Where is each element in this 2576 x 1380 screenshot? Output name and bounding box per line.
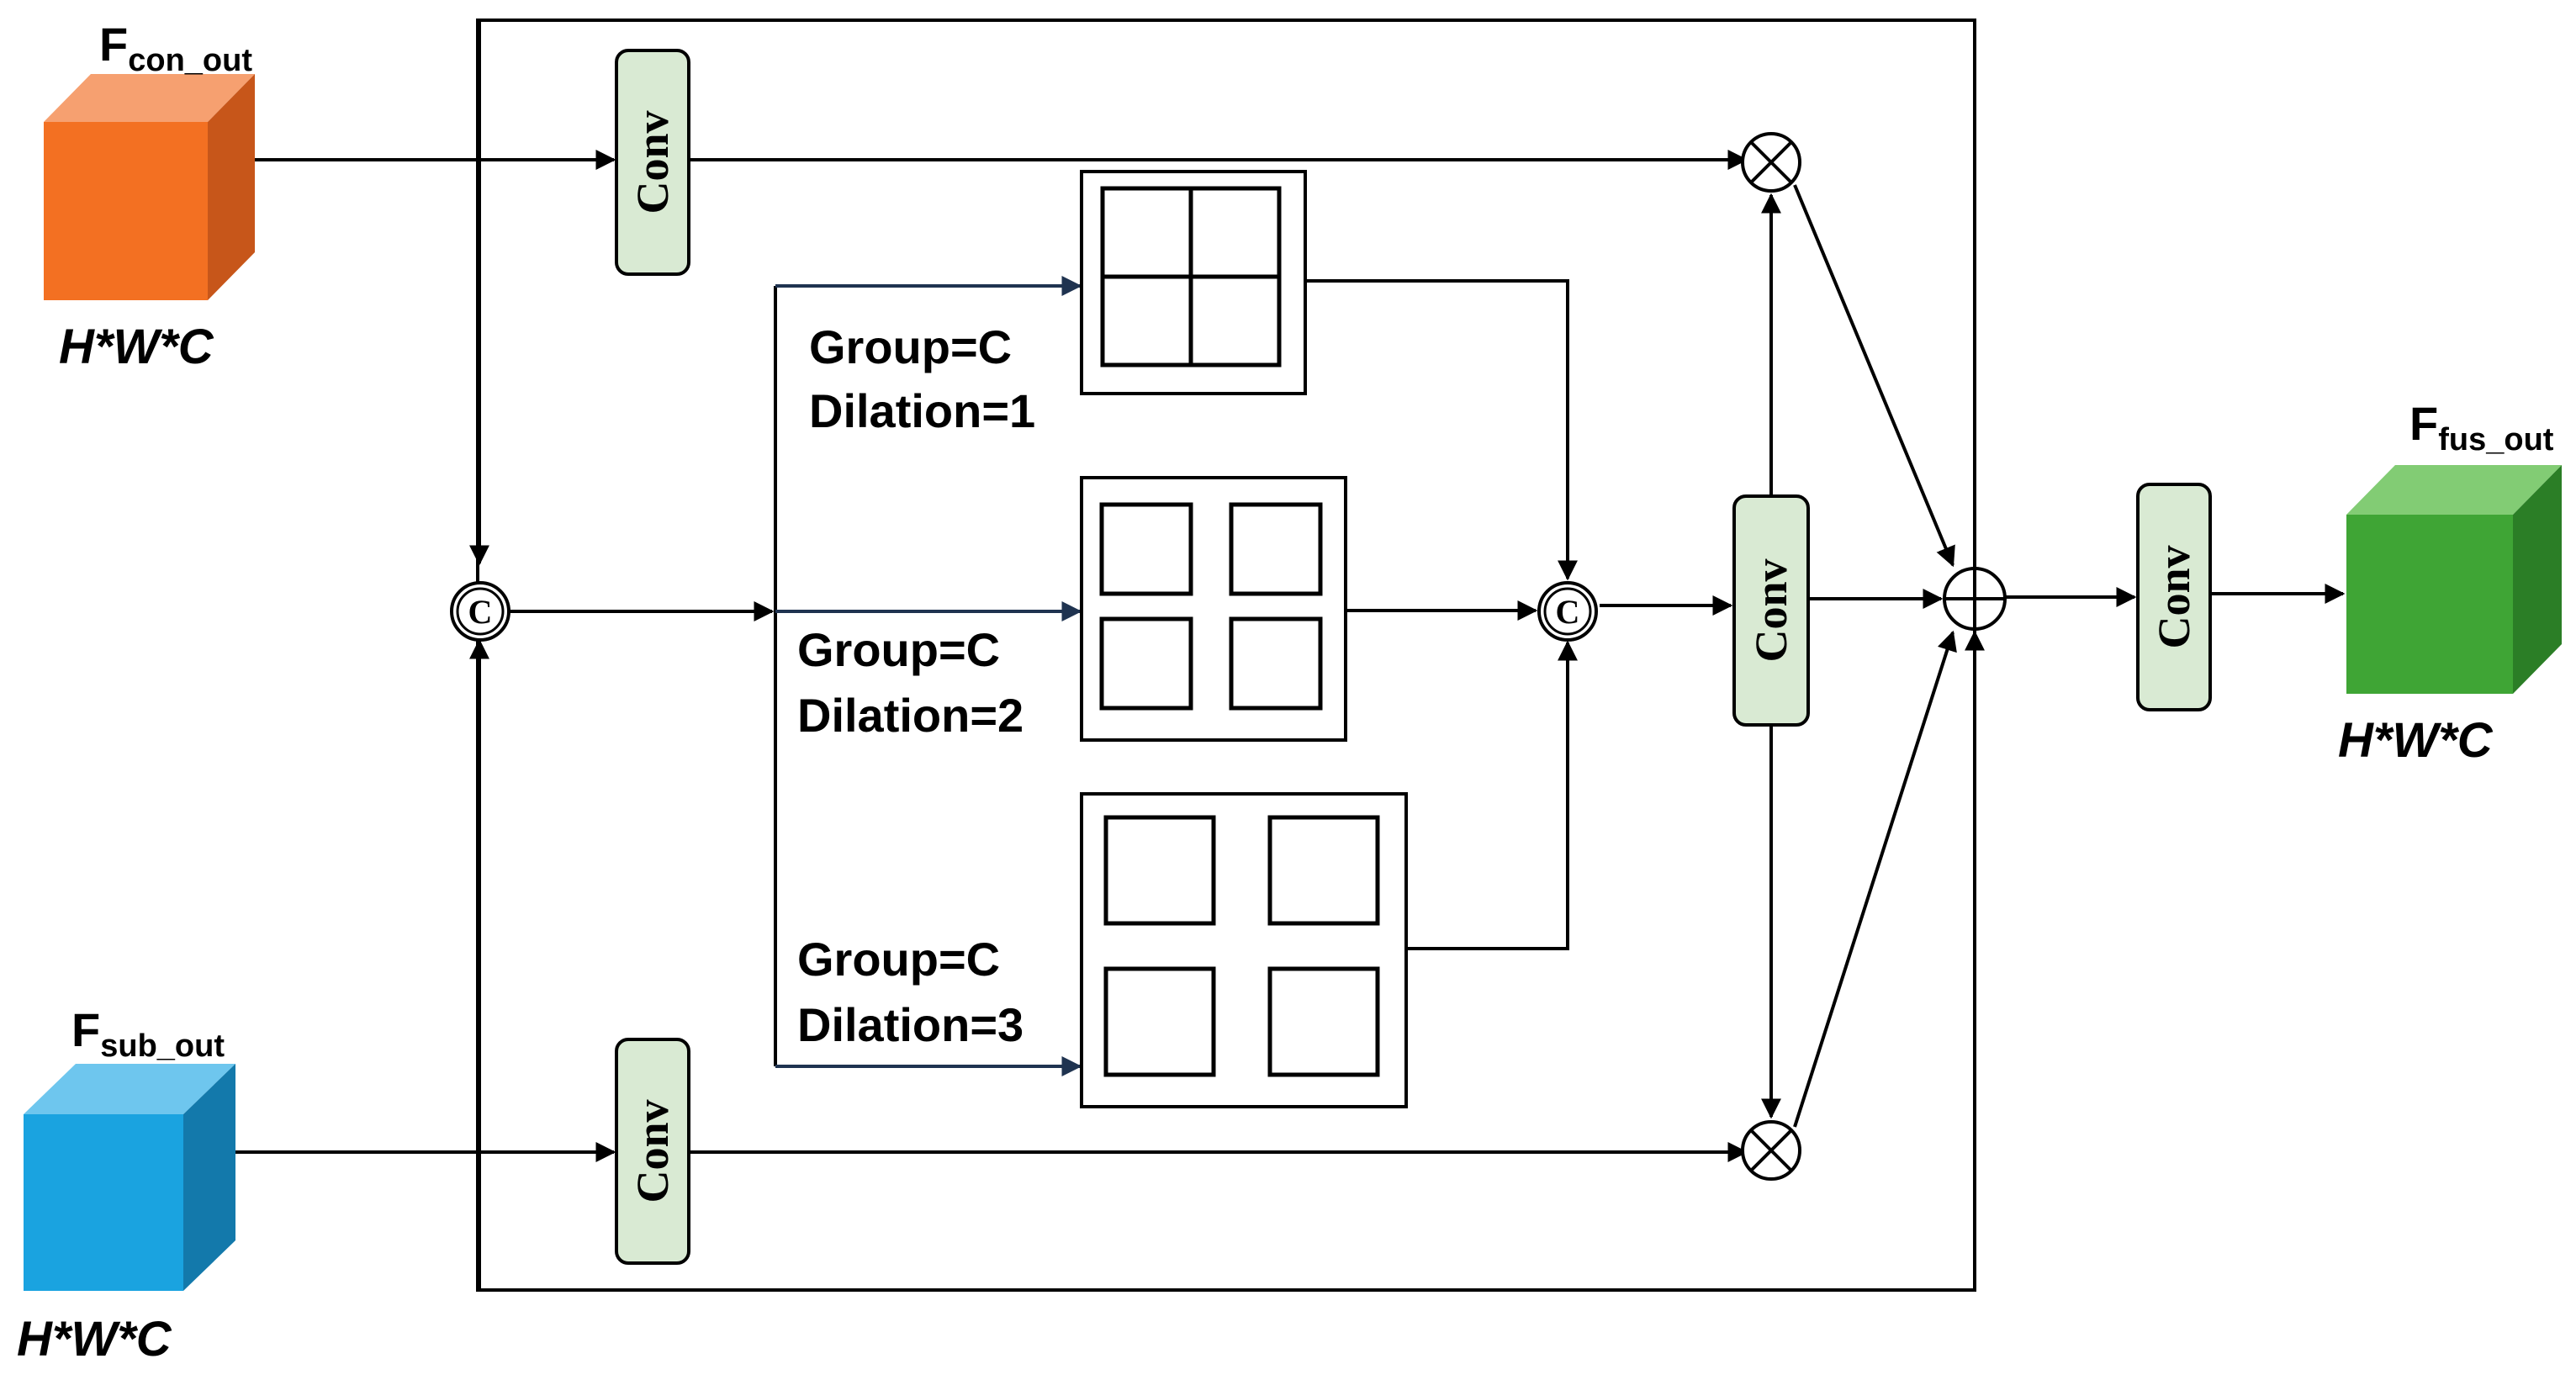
branch-2-group: Group=C bbox=[797, 623, 1000, 676]
branch-3-dilation: Dilation=3 bbox=[797, 998, 1024, 1051]
cube-fus-front bbox=[2346, 515, 2513, 694]
kernel-dilation-1 bbox=[1080, 170, 1307, 395]
conv-block-final: Conv bbox=[2136, 483, 2212, 711]
dims-con: H*W*C bbox=[59, 320, 214, 374]
cube-sub-top bbox=[24, 1064, 235, 1114]
add-node bbox=[1943, 567, 2007, 631]
cube-sub-side bbox=[183, 1064, 235, 1291]
concat-node-left: C bbox=[450, 581, 510, 642]
multiply-node-top bbox=[1741, 132, 1801, 193]
wire-mul-top-to-add bbox=[1793, 184, 1955, 568]
input-cube-sub bbox=[24, 1064, 235, 1291]
kernel-dilation-3 bbox=[1080, 792, 1408, 1108]
label-fus-out: Ffus_out bbox=[2409, 397, 2554, 457]
conv-label-middle: Conv bbox=[1746, 558, 1796, 662]
cube-sub-front bbox=[24, 1114, 183, 1291]
conv-label-final: Conv bbox=[2149, 545, 2199, 648]
conv-label-top: Conv bbox=[627, 110, 678, 214]
dims-sub: H*W*C bbox=[17, 1312, 172, 1367]
cube-fus-side bbox=[2513, 465, 2562, 694]
branch-1-dilation: Dilation=1 bbox=[809, 384, 1035, 437]
kernel-dilation-2 bbox=[1080, 476, 1347, 742]
conv-label-bottom: Conv bbox=[627, 1099, 678, 1203]
cube-con-side bbox=[208, 74, 255, 300]
concat-symbol-right: C bbox=[1556, 593, 1580, 631]
output-cube-fus bbox=[2346, 465, 2562, 694]
cube-con-top bbox=[44, 74, 255, 122]
dims-fus: H*W*C bbox=[2338, 713, 2494, 768]
branch-2-dilation: Dilation=2 bbox=[797, 689, 1024, 742]
wire-branch-1-out bbox=[1305, 279, 1578, 581]
cube-con-front bbox=[44, 122, 208, 300]
concat-node-right: C bbox=[1537, 581, 1598, 642]
multiply-node-bottom bbox=[1741, 1120, 1801, 1181]
label-con-out: Fcon_out bbox=[99, 18, 252, 78]
branch-1-group: Group=C bbox=[809, 320, 1012, 373]
branch-3-group: Group=C bbox=[797, 933, 1000, 986]
wire-branch-3-out bbox=[1406, 640, 1578, 950]
conv-block-top: Conv bbox=[615, 49, 690, 276]
conv-block-bottom: Conv bbox=[615, 1038, 690, 1265]
input-cube-con bbox=[44, 74, 255, 300]
wire-mul-bottom-to-add bbox=[1793, 630, 1957, 1128]
cube-fus-top bbox=[2346, 465, 2562, 515]
label-sub-out: Fsub_out bbox=[71, 1003, 225, 1064]
concat-symbol-left: C bbox=[468, 593, 493, 631]
conv-block-middle: Conv bbox=[1732, 494, 1810, 727]
